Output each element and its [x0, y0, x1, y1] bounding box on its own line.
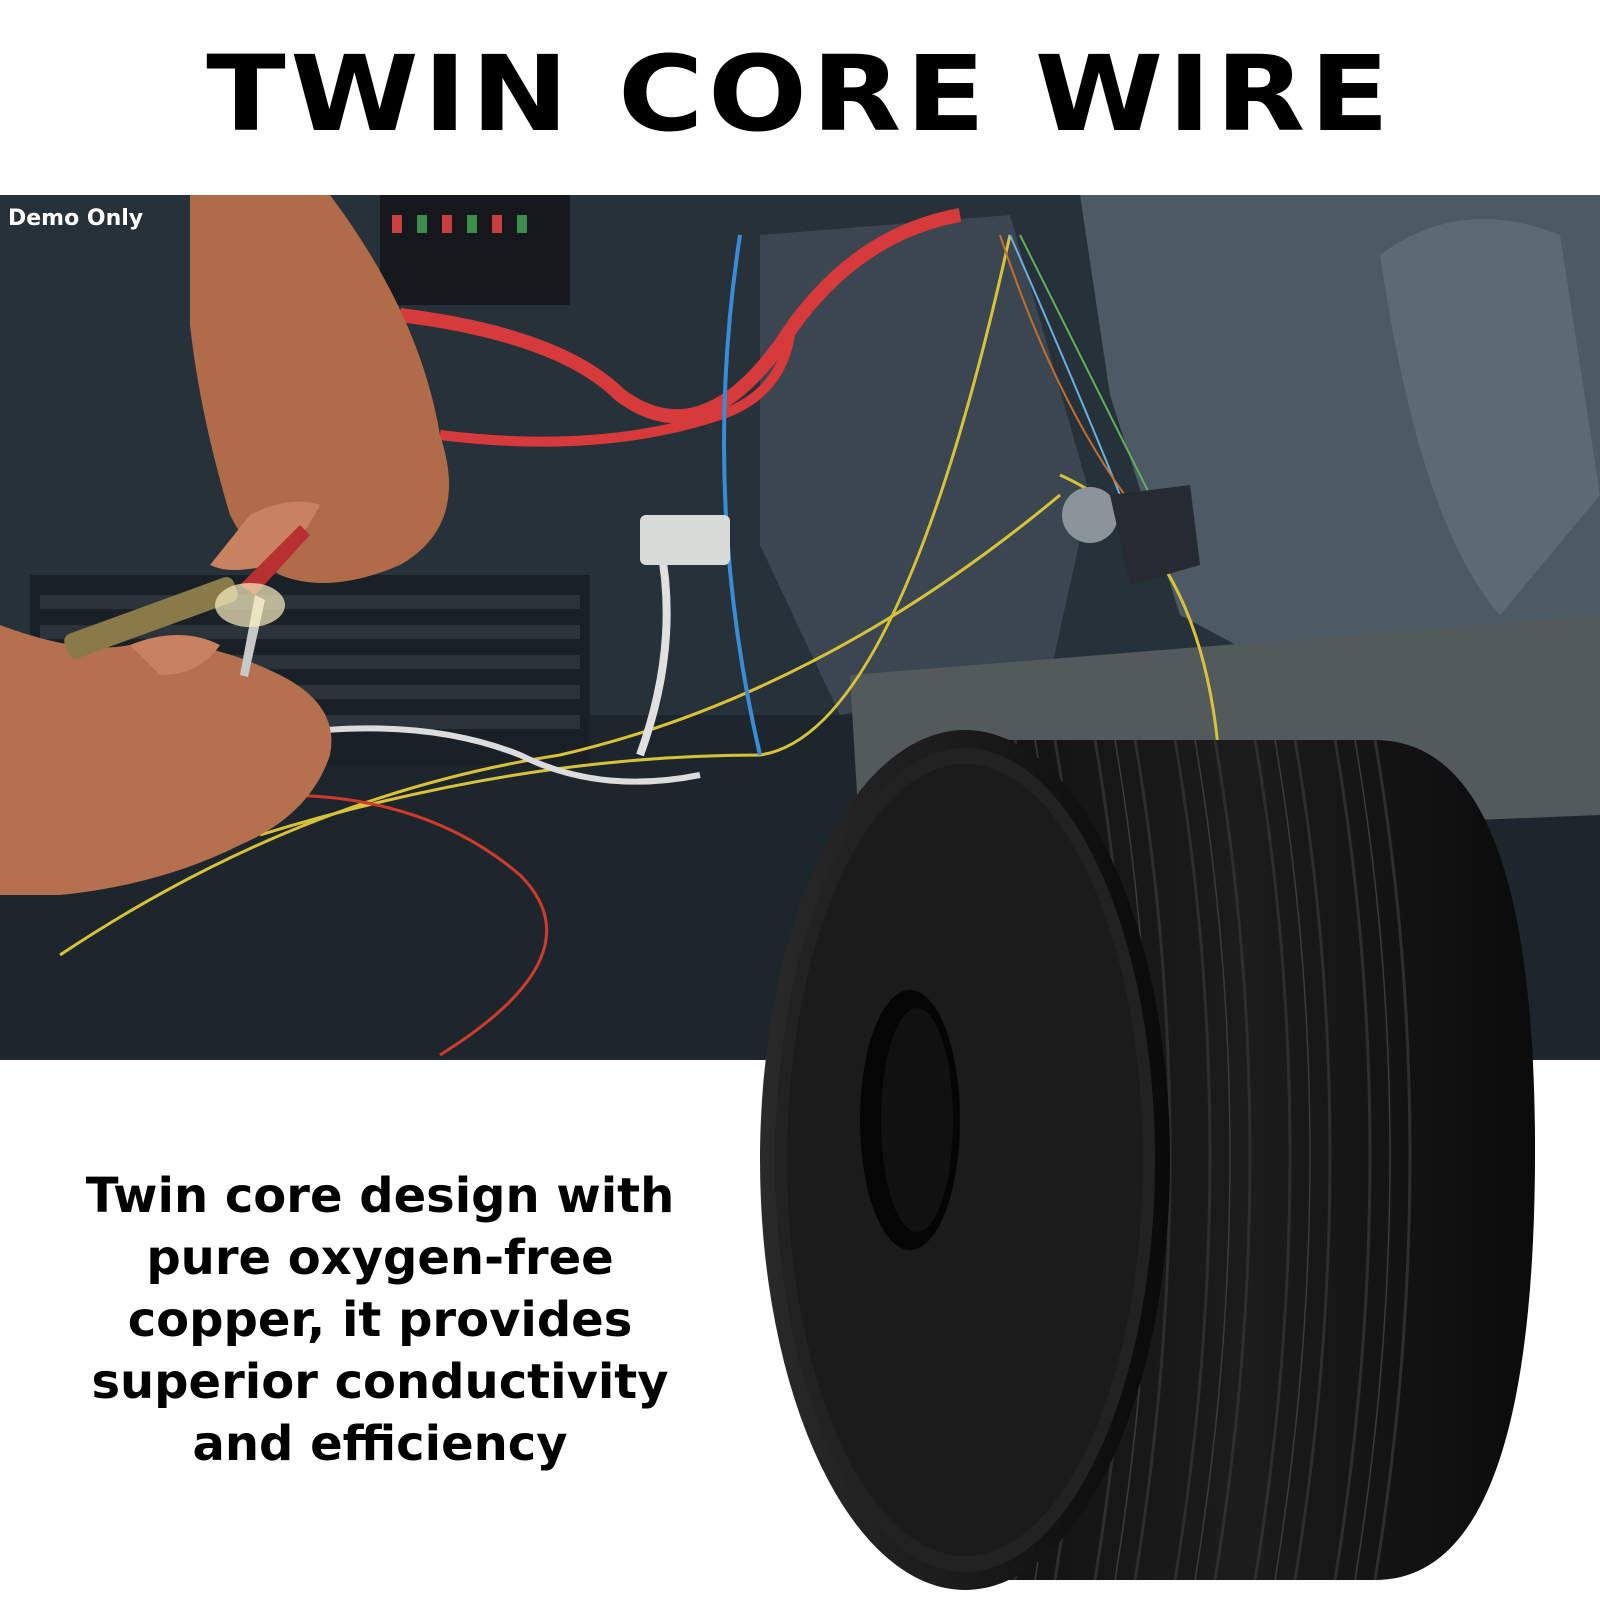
car-wiring-illustration [0, 195, 1600, 1060]
feature-caption: Twin core design with pure oxygen-free c… [40, 1165, 720, 1475]
car-wiring-photo [0, 195, 1600, 1060]
demo-only-watermark: Demo Only [8, 206, 144, 231]
wire-spool-image [760, 730, 1535, 1590]
page-title: TWIN CORE WIRE [206, 33, 1394, 155]
caption-line: pure oxygen-free [146, 1230, 614, 1286]
caption-line: and efficiency [192, 1416, 568, 1472]
caption-line: superior conductivity [91, 1354, 669, 1410]
caption-line: Twin core design with [85, 1168, 675, 1224]
caption-line: copper, it provides [127, 1292, 633, 1348]
